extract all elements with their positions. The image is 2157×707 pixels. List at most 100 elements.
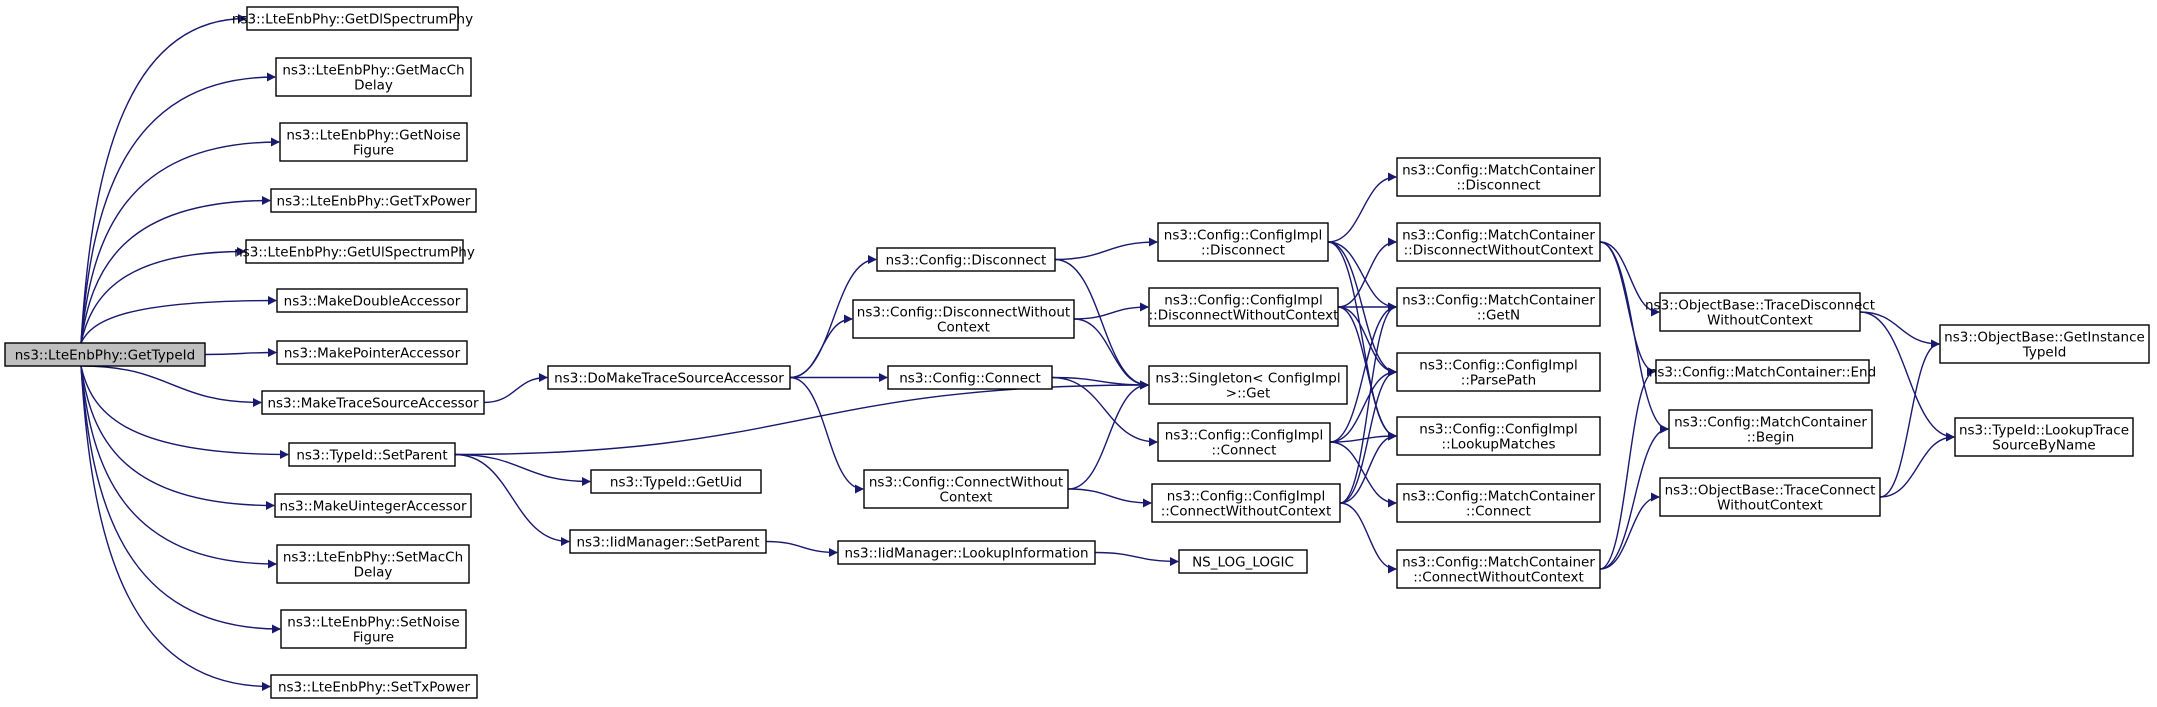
node-cfgconnect[interactable]: ns3::Config::Connect — [887, 365, 1053, 390]
node-mkdouble[interactable]: ns3::MakeDoubleAccessor — [276, 288, 468, 313]
node-label: ns3::TypeId::SetParent — [296, 448, 447, 464]
node-mkpointer[interactable]: ns3::MakePointerAccessor — [276, 340, 468, 365]
node-mkuint[interactable]: ns3::MakeUintegerAccessor — [274, 493, 472, 518]
node-box — [1954, 417, 2134, 457]
node-label: ns3::Config::ConfigImpl — [1167, 489, 1325, 505]
node-obTraceConn[interactable]: ns3::ObjectBase::TraceConnectWithoutCont… — [1659, 477, 1881, 517]
node-mcGetN[interactable]: ns3::Config::MatchContainer::GetN — [1396, 287, 1601, 327]
edge-arrow — [80, 365, 281, 634]
node-box — [1659, 292, 1861, 332]
node-label: Delay — [354, 78, 393, 94]
edge-arrow — [483, 373, 548, 404]
node-box — [1157, 422, 1331, 462]
node-box — [288, 442, 456, 467]
node-label: Context — [937, 320, 990, 336]
node-parsepath[interactable]: ns3::Config::ConfigImpl::ParsePath — [1396, 352, 1601, 392]
node-cfgdiscwo[interactable]: ns3::Config::DisconnectWithoutContext — [852, 299, 1075, 339]
node-label: ns3::Config::ConfigImpl — [1419, 358, 1577, 374]
edge-setparent-to-getuid — [454, 453, 591, 486]
node-box — [887, 365, 1053, 390]
node-settx[interactable]: ns3::LteEnbPhy::SetTxPower — [270, 674, 478, 699]
node-domake[interactable]: ns3::DoMakeTraceSourceAccessor — [547, 365, 791, 390]
node-mcDisc[interactable]: ns3::Config::MatchContainer::Disconnect — [1396, 157, 1601, 197]
edge-root-to-getnoise — [80, 137, 280, 344]
edge-arrow — [1599, 367, 1656, 570]
edge-arrow — [80, 365, 289, 459]
node-box — [4, 342, 206, 367]
node-label: ns3::Config::ConfigImpl — [1164, 293, 1322, 309]
node-box — [1396, 222, 1601, 262]
node-implDiscWo[interactable]: ns3::Config::ConfigImpl::DisconnectWitho… — [1148, 287, 1339, 327]
node-label: ns3::LteEnbPhy::GetMacCh — [282, 63, 464, 79]
node-getul[interactable]: ns3::LteEnbPhy::GetUlSpectrumPhy — [234, 239, 475, 264]
edge-mcDiscWo-to-obTraceDisc — [1599, 241, 1660, 317]
node-implConn[interactable]: ns3::Config::ConfigImpl::Connect — [1157, 422, 1331, 462]
edge-arrow — [1337, 306, 1397, 441]
node-label: ns3::ObjectBase::TraceDisconnect — [1645, 298, 1875, 314]
edge-arrow — [1599, 241, 1660, 317]
edge-obTraceConn-to-lookuptrace — [1879, 432, 1955, 498]
node-cfgdisconnect[interactable]: ns3::Config::Disconnect — [876, 247, 1056, 272]
edge-cfgconnect-to-singleton — [1051, 376, 1149, 390]
node-box — [1157, 222, 1329, 262]
node-lookupmatches[interactable]: ns3::Config::ConfigImpl::LookupMatches — [1396, 416, 1601, 456]
node-label: ns3::Config::DisconnectWithout — [857, 305, 1070, 321]
node-iidsetparent[interactable]: ns3::IidManager::SetParent — [569, 529, 767, 554]
edge-implDiscWo-to-mcDiscWo — [1337, 237, 1397, 308]
edge-arrow — [1329, 302, 1397, 443]
node-box — [1396, 549, 1601, 589]
node-box — [837, 540, 1096, 565]
node-obTraceDisc[interactable]: ns3::ObjectBase::TraceDisconnectWithoutC… — [1645, 292, 1875, 332]
node-lookupinfo[interactable]: ns3::IidManager::LookupInformation — [837, 540, 1096, 565]
node-root[interactable]: ns3::LteEnbPhy::GetTypeId — [4, 342, 206, 367]
edge-arrow — [1073, 302, 1149, 320]
node-setparent[interactable]: ns3::TypeId::SetParent — [288, 442, 456, 467]
edge-implConnWo-to-mcGetN — [1339, 302, 1397, 504]
edge-arrow — [789, 314, 853, 379]
node-label: ns3::Config::MatchContainer — [1674, 415, 1867, 431]
edge-root-to-getmacch — [80, 72, 276, 344]
edge-cfgconnect-to-implConn — [1051, 376, 1158, 447]
node-box — [1151, 483, 1341, 523]
node-label: ns3::LteEnbPhy::GetUlSpectrumPhy — [234, 245, 475, 261]
edge-arrow — [1859, 311, 1940, 349]
node-box — [1939, 324, 2150, 364]
node-mktrace[interactable]: ns3::MakeTraceSourceAccessor — [261, 390, 485, 415]
node-mcBegin[interactable]: ns3::Config::MatchContainer::Begin — [1668, 409, 1873, 449]
edge-arrow — [80, 365, 277, 569]
node-label: ns3::MakeTraceSourceAccessor — [267, 396, 478, 412]
node-mcDiscWo[interactable]: ns3::Config::MatchContainer::DisconnectW… — [1396, 222, 1601, 262]
edge-implDisc-to-mcGetN — [1327, 241, 1397, 312]
node-gettx[interactable]: ns3::LteEnbPhy::GetTxPower — [270, 188, 477, 213]
node-mcEnd[interactable]: ns3::Config::MatchContainer::End — [1649, 359, 1876, 384]
edge-arrow — [1337, 237, 1397, 308]
node-label: ns3::MakeUintegerAccessor — [279, 499, 467, 515]
edge-obTraceDisc-to-lookuptrace — [1859, 311, 1955, 442]
node-implDisc[interactable]: ns3::Config::ConfigImpl::Disconnect — [1157, 222, 1329, 262]
node-box — [1178, 549, 1308, 574]
node-cfgconnwo[interactable]: ns3::Config::ConnectWithoutContext — [863, 469, 1069, 509]
node-getuid[interactable]: ns3::TypeId::GetUid — [590, 469, 762, 494]
edge-implConnWo-to-parsepath — [1339, 367, 1397, 504]
node-label: ns3::Config::Connect — [899, 371, 1041, 387]
edge-root-to-mktrace — [80, 365, 262, 407]
node-implConnWo[interactable]: ns3::Config::ConfigImpl::ConnectWithoutC… — [1151, 483, 1341, 523]
node-mcConnect[interactable]: ns3::Config::MatchContainer::Connect — [1396, 483, 1601, 523]
edge-arrow — [1054, 237, 1158, 261]
edge-mcDiscWo-to-mcBegin — [1599, 241, 1669, 434]
node-nslog[interactable]: NS_LOG_LOGIC — [1178, 549, 1308, 574]
node-mcConnWo[interactable]: ns3::Config::MatchContainer::ConnectWith… — [1396, 549, 1601, 589]
edge-arrow — [80, 296, 277, 344]
node-label: ns3::Singleton< ConfigImpl — [1155, 371, 1340, 387]
node-getdl[interactable]: ns3::LteEnbPhy::GetDlSpectrumPhy — [232, 6, 473, 31]
edge-arrow — [1879, 432, 1955, 498]
node-singleton[interactable]: ns3::Singleton< ConfigImpl >::Get — [1148, 365, 1348, 405]
node-label: ns3::ObjectBase::TraceConnect — [1665, 483, 1876, 499]
